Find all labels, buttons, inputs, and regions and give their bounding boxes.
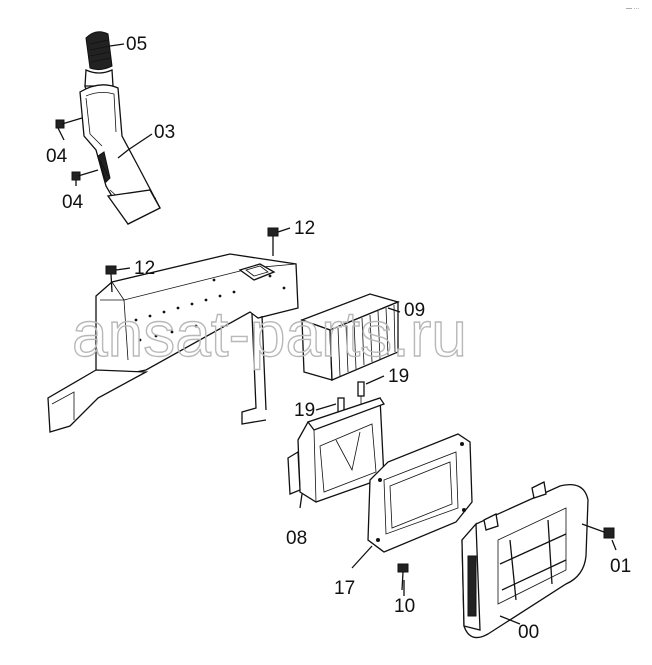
callout-09: 09 [404, 300, 425, 321]
leader-lines [57, 43, 617, 625]
callout-05: 05 [126, 34, 147, 55]
callout-03: 03 [154, 122, 175, 143]
callout-00: 00 [518, 622, 539, 643]
bolt-04-lower [71, 169, 99, 181]
bolt-04-upper [55, 117, 83, 129]
callout-04-upper: 04 [46, 146, 68, 167]
bolt-10 [397, 563, 409, 591]
callout-12-right: 12 [294, 218, 315, 239]
callout-12-left: 12 [134, 258, 155, 279]
callout-19-right: 19 [388, 366, 409, 387]
part-09-filter [300, 293, 400, 381]
watermark: ansat-parts.ru [72, 298, 467, 370]
bolt-01 [581, 523, 615, 539]
part-00-cover [461, 481, 589, 639]
main-frame [47, 253, 299, 433]
callout-10: 10 [394, 596, 415, 617]
callout-08: 08 [286, 528, 307, 549]
part-17-gasket [367, 433, 473, 553]
bolt-12-right [267, 227, 279, 256]
callout-04-lower: 04 [62, 192, 84, 213]
part-05-cap [84, 31, 114, 94]
part-03-duct [79, 84, 161, 225]
part-08-housing [287, 397, 385, 503]
callout-01: 01 [610, 556, 631, 577]
callout-19-left: 19 [294, 400, 315, 421]
corner-mark: — ··· [626, 6, 640, 12]
callout-17: 17 [334, 578, 355, 599]
callouts: 05 03 04 04 12 12 09 19 19 08 17 10 00 0… [46, 34, 631, 643]
